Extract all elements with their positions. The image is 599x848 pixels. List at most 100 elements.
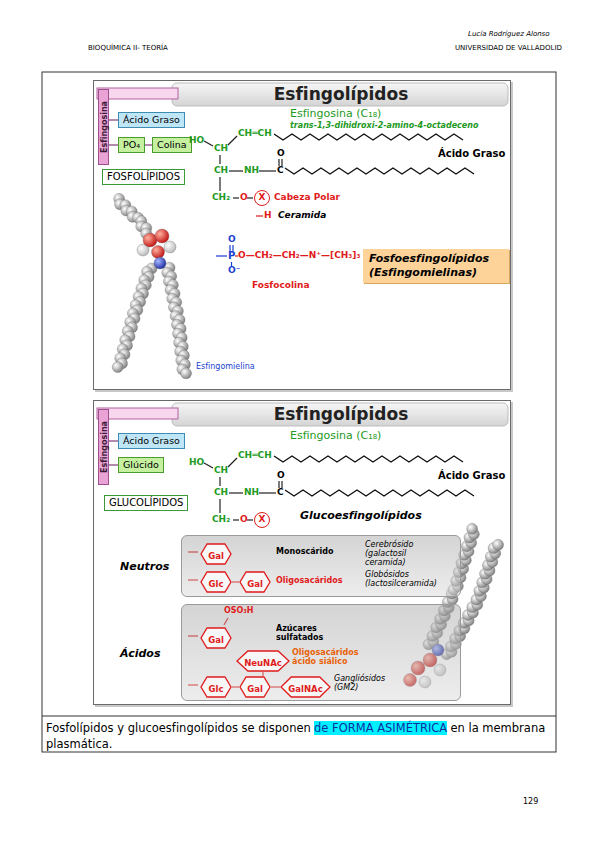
atom-group: CH₂ bbox=[212, 192, 230, 202]
sugar-hexagon: GalNAc bbox=[280, 676, 331, 698]
slide-panel: EsfingolípidosEsfingosinaÁcido GrasoGlúc… bbox=[93, 400, 511, 705]
class-box: FOSFOLÍPIDOS bbox=[102, 169, 185, 185]
atom-group: CH bbox=[214, 487, 228, 497]
acid-panel: ÁcidosGalNeuNAcGlcGalGalNAc bbox=[181, 604, 461, 701]
bond bbox=[219, 499, 220, 513]
page-number: 129 bbox=[523, 797, 538, 806]
bond bbox=[259, 492, 276, 493]
bond bbox=[256, 215, 263, 216]
molecule-name: Esfingosina (C₁₈) bbox=[290, 108, 381, 121]
atom-group: C bbox=[277, 487, 284, 497]
sugar-label: Glc bbox=[209, 678, 224, 700]
atom-group: HO bbox=[189, 457, 204, 467]
atom-sphere bbox=[154, 257, 166, 269]
connector-line bbox=[109, 119, 118, 120]
slide-panel: EsfingolípidosEsfingosina Ácido GrasoPO₄ C… bbox=[93, 80, 511, 390]
sugar-hexagon: Gal bbox=[239, 571, 271, 593]
slide-title-band bbox=[172, 83, 508, 106]
bond bbox=[278, 481, 279, 488]
panel-heading: Ácidos bbox=[120, 647, 160, 660]
carbon-chain bbox=[285, 168, 474, 174]
footer-text: Fosfolípidos y glucoesfingolípidos se di… bbox=[46, 721, 311, 735]
frame-divider bbox=[42, 716, 556, 717]
footer-text: de FORMA ASIMÉTRICA bbox=[314, 721, 447, 735]
box-label: Fosfoesfingolípidos (Esfingomielinas) bbox=[369, 252, 503, 280]
chain-name: Ácido Graso bbox=[438, 470, 505, 482]
sugar-label: Gal bbox=[208, 545, 224, 567]
bond bbox=[219, 477, 220, 486]
carbon-chain bbox=[285, 490, 474, 496]
footer-note: Fosfolípidos y glucoesfingolípidos se di… bbox=[46, 721, 551, 752]
group-name: Fosfocolina bbox=[252, 280, 310, 290]
atom-group: NH bbox=[244, 165, 259, 175]
sphingosine-tab bbox=[97, 408, 178, 419]
atom-sphere bbox=[181, 368, 192, 379]
carbon-chain bbox=[274, 456, 463, 462]
atom-group: O—CH₂—CH₂—N⁺—[CH₃]₃ bbox=[238, 250, 360, 260]
atom-group: O bbox=[240, 192, 248, 202]
bond bbox=[216, 255, 227, 256]
fatty-acid-box: Ácido Graso bbox=[118, 433, 185, 449]
sugar-label: Gal bbox=[247, 678, 263, 700]
atom-group: CH bbox=[214, 143, 228, 153]
slide-title: Esfingolípidos bbox=[173, 84, 509, 104]
bond bbox=[233, 519, 239, 520]
bond bbox=[235, 255, 238, 256]
bond bbox=[278, 159, 279, 166]
iupac-name: trans-1,3-dihidroxi-2-amino-4-octadeceno bbox=[290, 121, 478, 130]
bond bbox=[233, 197, 239, 198]
circle-label: X bbox=[255, 191, 269, 204]
bond bbox=[247, 519, 253, 520]
connector-line bbox=[109, 144, 118, 145]
box-label: Colina bbox=[157, 139, 187, 151]
box-label: FOSFOLÍPIDOS bbox=[107, 171, 180, 183]
box-label: PO₄ bbox=[123, 139, 140, 151]
atom-group: O bbox=[240, 514, 248, 524]
bond bbox=[228, 136, 237, 145]
bond bbox=[229, 245, 230, 251]
sphingosine-band: Esfingosina bbox=[98, 409, 109, 485]
atom-sphere bbox=[164, 241, 176, 253]
phosphate-box: PO₄ bbox=[118, 137, 145, 153]
connector-line bbox=[109, 464, 118, 465]
sugar-box: Glúcido bbox=[118, 457, 164, 473]
sugar-hexagon: NeuNAc bbox=[236, 650, 290, 672]
atom-sphere bbox=[143, 233, 157, 247]
sugar-hexagon: Gal bbox=[239, 676, 271, 698]
bond bbox=[204, 141, 213, 146]
sphingosine-tab bbox=[97, 88, 178, 99]
band-label: Esfingosina bbox=[99, 101, 108, 153]
bond bbox=[219, 177, 220, 191]
sugar-label: Gal bbox=[208, 629, 224, 651]
atom-sphere bbox=[155, 229, 169, 243]
class-box: GLUCOLÍPIDOS bbox=[104, 495, 188, 511]
neutral-panel: NeutrosGalGlcGal bbox=[181, 535, 461, 597]
atom-sphere bbox=[493, 539, 504, 550]
bond bbox=[204, 463, 213, 468]
carbon-chain bbox=[274, 134, 463, 140]
slide-title-band bbox=[172, 403, 508, 426]
sugar-label: Glc bbox=[209, 573, 224, 595]
bond bbox=[247, 197, 253, 198]
sugar-label: GalNAc bbox=[288, 678, 322, 700]
box-label: Glúcido bbox=[123, 459, 159, 471]
author-name: Lucía Rodríguez Alonso bbox=[468, 30, 550, 38]
page-frame bbox=[42, 72, 556, 752]
sugar-label: NeuNAc bbox=[244, 652, 282, 674]
polar-head-circle: X bbox=[254, 512, 270, 528]
atom-group: O bbox=[277, 470, 285, 480]
sugar-hexagon: Glc bbox=[200, 571, 232, 593]
atom-group: CH═CH bbox=[238, 450, 272, 460]
fatty-acid-box: Ácido Graso bbox=[118, 112, 185, 128]
bond bbox=[259, 170, 276, 171]
connector-line bbox=[109, 440, 118, 441]
chemical-bonds bbox=[204, 136, 282, 520]
sugar-hexagon: Gal bbox=[200, 627, 232, 649]
bond bbox=[232, 245, 233, 251]
atom-sphere bbox=[112, 362, 123, 373]
class-name: Glucoesfingolípidos bbox=[300, 510, 422, 523]
atom-group: CH₂ bbox=[212, 514, 230, 524]
